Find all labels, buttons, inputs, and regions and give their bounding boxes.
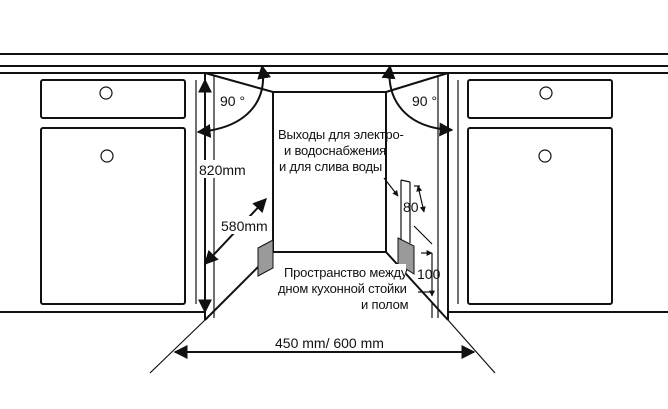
countertop [0, 53, 668, 74]
plinth-left [257, 239, 274, 277]
left-drawer [40, 79, 186, 119]
left-cabinet [0, 73, 206, 320]
width-label-bg [270, 335, 388, 351]
right-door-knob [538, 149, 552, 163]
depth-label-bg [219, 216, 271, 234]
outlets-marker [400, 179, 411, 243]
height-label-bg [198, 160, 246, 178]
right-drawer [467, 79, 613, 119]
angle-right-label: 90 ° [412, 93, 437, 109]
right-drawer-knob [539, 86, 553, 100]
left-door-knob [100, 149, 114, 163]
dimension-80 [414, 185, 426, 213]
height-820-label: 820mm [199, 162, 246, 178]
right-cabinet [447, 73, 668, 320]
outlets-line-2: и водоснабжения [284, 143, 386, 158]
left-drawer-knob [99, 86, 113, 100]
space-line-1: Пространство между [284, 265, 408, 280]
right-door [467, 127, 613, 305]
depth-580-label: 580mm [221, 218, 268, 234]
space-line-3: и полом [361, 297, 409, 312]
dimension-100 [413, 225, 435, 318]
curved-arrow-right-icon [381, 64, 454, 137]
outlets-line-1: Выходы для электро- [278, 127, 404, 142]
curved-arrow-left-icon [196, 64, 272, 138]
width-dimension [149, 319, 496, 374]
left-door [40, 127, 186, 305]
width-label: 450 mm/ 600 mm [275, 335, 384, 351]
space-text: Пространство между дном кухонной стойки … [278, 264, 409, 314]
outlets-text: Выходы для электро- и водоснабжения и дл… [278, 127, 404, 197]
space-text-bg [282, 264, 406, 314]
space-line-2: дном кухонной стойки [278, 281, 407, 296]
angle-left-label: 90 ° [220, 93, 245, 109]
outlets-line-3: и для слива воды [279, 159, 382, 174]
dim-80-label: 80 [403, 199, 419, 215]
dim-100-label: 100 [417, 266, 441, 282]
